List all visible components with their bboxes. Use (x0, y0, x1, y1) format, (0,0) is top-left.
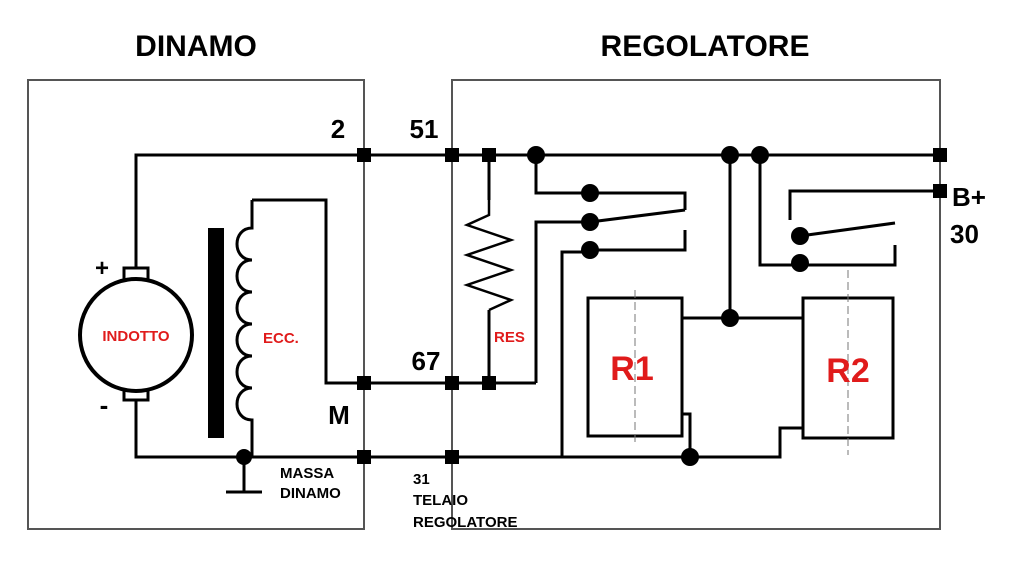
armature (78, 266, 194, 402)
regolatore-box (451, 79, 941, 530)
dinamo-heading: DINAMO (135, 30, 257, 63)
iron-core (208, 228, 224, 438)
junction-dots (236, 146, 809, 466)
indotto-label: INDOTTO (102, 328, 170, 345)
terminal-m-label: M (328, 400, 350, 430)
terminal-squares (357, 148, 947, 464)
minus-label: - (100, 390, 109, 420)
terminal-31-label: 31 (413, 471, 430, 488)
terminal-51-label: 51 (410, 114, 439, 144)
r2-label: R2 (826, 352, 869, 390)
ecc-label: ECC. (263, 330, 299, 347)
massa-label-1: MASSA (280, 465, 334, 482)
terminal-bplus-label: B+ (952, 182, 986, 212)
res-label: RES (494, 329, 525, 346)
massa-label-2: DINAMO (280, 485, 341, 502)
r1-label: R1 (610, 350, 653, 388)
terminal-2-label: 2 (331, 114, 345, 144)
resistor (463, 200, 515, 312)
regolatore-heading: REGOLATORE (601, 30, 810, 63)
terminal-67-label: 67 (412, 346, 441, 376)
telaio-label-2: REGOLATORE (413, 514, 517, 531)
wires (134, 153, 942, 459)
telaio-label-1: TELAIO (413, 492, 468, 509)
plus-label: + (95, 255, 109, 282)
terminal-30-label: 30 (950, 219, 979, 249)
dinamo-box (27, 79, 365, 530)
field-coil (235, 200, 254, 457)
